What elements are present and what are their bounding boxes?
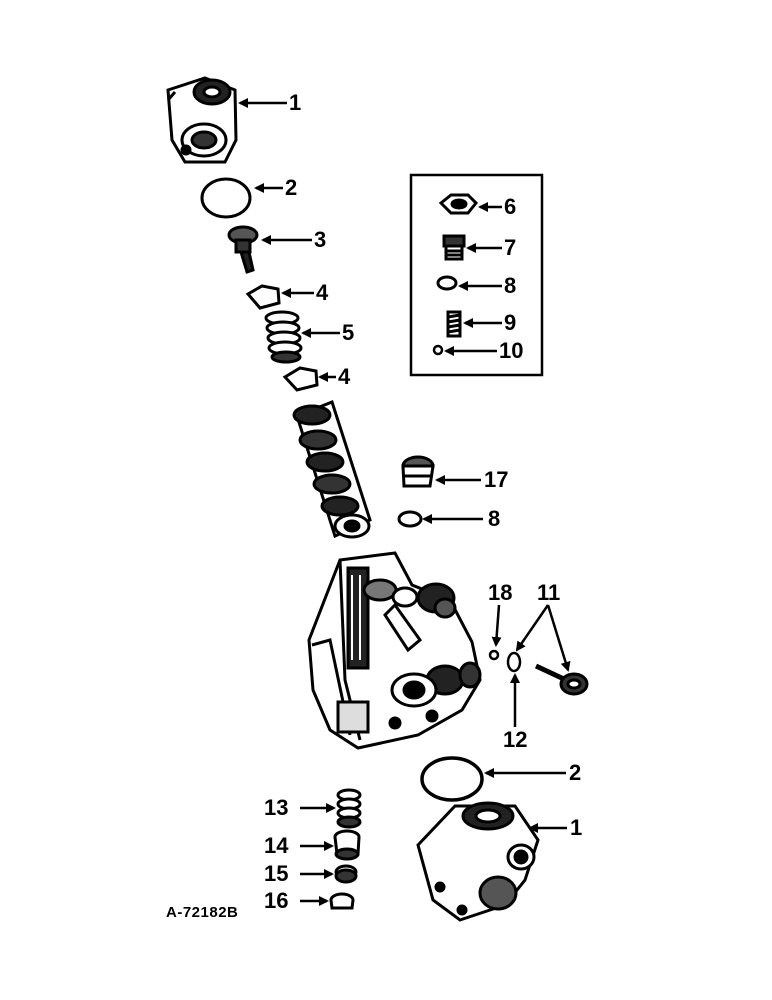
inset-box	[409, 173, 544, 377]
callout-14: 14	[264, 833, 289, 858]
part-4-upper-plate	[245, 284, 281, 310]
callout-2-bottom: 2	[569, 760, 582, 785]
figure-code: A-72182B	[166, 904, 239, 921]
part-8-inset-o-ring	[436, 275, 458, 291]
part-5-spring	[264, 310, 303, 364]
part-12-o-ring	[506, 651, 522, 673]
callout-3: 3	[314, 227, 327, 252]
callout-16: 16	[264, 888, 289, 913]
callout-8-inset: 8	[504, 273, 517, 298]
callout-7: 7	[504, 235, 517, 260]
part-2-bottom-o-ring	[420, 756, 484, 802]
callout-10: 10	[499, 338, 524, 363]
part-11-fitting	[534, 663, 589, 696]
part-1-top-end-cover	[166, 76, 238, 164]
callout-6: 6	[504, 194, 517, 219]
callout-13: 13	[264, 795, 289, 820]
callout-8-lower: 8	[488, 506, 501, 531]
callout-9: 9	[504, 310, 517, 335]
part-7-plug	[442, 234, 466, 261]
part-15-seat	[334, 864, 358, 884]
callout-2-top: 2	[285, 175, 298, 200]
part-14-cup	[333, 829, 361, 861]
part-13-spring	[336, 788, 362, 829]
part-18-ball	[488, 649, 500, 661]
part-6-nut	[438, 193, 479, 215]
callout-4-top: 4	[316, 280, 329, 305]
part-9-spring	[446, 310, 462, 338]
part-10-ball	[432, 344, 444, 356]
callout-11: 11	[537, 580, 561, 605]
callout-5: 5	[342, 320, 355, 345]
callout-12: 12	[503, 727, 528, 752]
valve-body	[307, 551, 482, 750]
part-1-bottom-end-cover	[416, 801, 540, 922]
spool	[292, 400, 372, 539]
part-3-poppet	[227, 225, 259, 274]
callout-1-bottom: 1	[570, 815, 583, 840]
callout-15: 15	[264, 861, 289, 886]
part-8-lower-o-ring	[397, 510, 423, 528]
part-16-ring	[329, 892, 355, 910]
callout-18: 18	[488, 580, 513, 605]
part-4-lower-plate	[282, 366, 319, 392]
callout-1-top: 1	[289, 90, 302, 115]
part-2-top-o-ring	[200, 177, 252, 219]
part-17-plug	[401, 455, 435, 488]
callout-17: 17	[484, 467, 509, 492]
leader-lines	[238, 98, 571, 906]
callout-4-bottom: 4	[338, 364, 351, 389]
